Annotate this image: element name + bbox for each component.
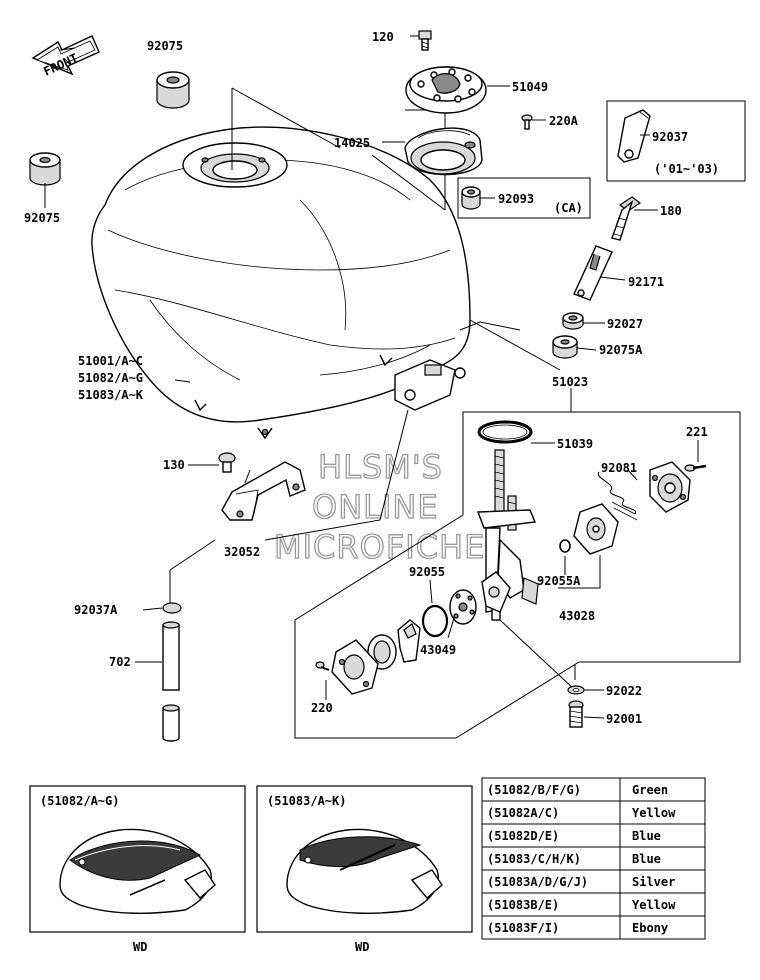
color-table-color: Yellow <box>632 898 676 912</box>
color-table-part: (51082D/E) <box>487 829 559 843</box>
part-14025-cap-base <box>404 127 483 176</box>
color-table-frame <box>481 777 706 940</box>
part-92037A-clip <box>162 602 182 614</box>
label-51049: 51049 <box>512 80 548 94</box>
watermark-line-1: HLSM'S <box>318 448 443 486</box>
part-92081-spring <box>597 471 638 521</box>
color-table-part: (51082A/C) <box>487 806 559 820</box>
label-92037: 92037 <box>652 130 688 144</box>
part-92093-cap <box>457 177 591 219</box>
tap-lever <box>397 619 421 663</box>
part-92055A-o-ring <box>559 539 571 553</box>
color-table-part: (51083B/E) <box>487 898 559 912</box>
label-14025: 14025 <box>334 136 370 150</box>
part-180-bolt <box>611 196 642 241</box>
label-51023: 51023 <box>552 375 588 389</box>
part-92055-o-ring <box>421 604 449 638</box>
label-120: 120 <box>372 30 394 44</box>
tap-housing-cover <box>649 461 691 513</box>
label-51039: 51039 <box>557 437 593 451</box>
label-tank-1: 51001/A~C <box>78 354 143 368</box>
part-220A-screw <box>521 114 533 130</box>
front-arrow-icon: FRONT <box>31 35 100 79</box>
label-92022: 92022 <box>606 684 642 698</box>
watermark: HLSM'S ONLINE MICROFICHE <box>273 447 485 566</box>
label-92171: 92171 <box>628 275 664 289</box>
label-92055: 92055 <box>409 565 445 579</box>
label-tank-3: 51083/A~K <box>78 388 144 402</box>
label-tank-2: 51082/A~G <box>78 371 143 385</box>
part-92027-collar <box>562 312 584 330</box>
label-220: 220 <box>311 701 333 715</box>
label-180: 180 <box>660 204 682 218</box>
tap-cover-plate <box>331 639 379 695</box>
label-92075-left: 92075 <box>24 211 60 225</box>
label-220A: 220A <box>549 114 579 128</box>
part-43049-diaphragm <box>449 589 477 625</box>
label-92001: 92001 <box>606 712 642 726</box>
part-221-screw <box>684 464 707 472</box>
color-table-part: (51082/B/F/G) <box>487 783 581 797</box>
color-table-part: (51083/C/H/K) <box>487 852 581 866</box>
part-labels: 92075 92075 120 51049 220A 14025 92093 (… <box>24 30 719 726</box>
inset-51082-caption: WD <box>133 940 147 954</box>
label-92037-years: ('01~'03) <box>654 162 719 176</box>
part-92075A-damper <box>552 335 578 359</box>
label-130: 130 <box>163 458 185 472</box>
inset-51083-title: (51083/A~K) <box>267 794 346 808</box>
label-43049: 43049 <box>420 643 456 657</box>
color-table-color: Green <box>632 783 668 797</box>
part-702-hose <box>162 621 180 742</box>
label-92093: 92093 <box>498 192 534 206</box>
watermark-line-3: MICROFICHE <box>274 528 485 566</box>
part-92001-bolt <box>568 700 584 728</box>
label-92055A: 92055A <box>537 574 581 588</box>
part-92075-top-cushion <box>156 71 190 109</box>
part-51039-o-ring <box>477 420 533 444</box>
part-92171-stay <box>573 245 613 301</box>
label-92075A: 92075A <box>599 343 643 357</box>
label-92081: 92081 <box>601 461 637 475</box>
label-92037A: 92037A <box>74 603 118 617</box>
inset-51083-caption: WD <box>355 940 369 954</box>
part-92037-box <box>606 100 746 182</box>
part-92075-left-cushion <box>29 152 61 186</box>
color-table-color: Silver <box>632 875 675 889</box>
inset-51082: (51082/A~G) WD <box>29 785 246 954</box>
part-51049-fuel-cap <box>405 66 487 114</box>
color-table-color: Blue <box>632 829 661 843</box>
color-table-part: (51083A/D/G/J) <box>487 875 588 889</box>
color-table-color: Blue <box>632 852 661 866</box>
part-130-bolt <box>218 452 236 473</box>
color-table-part: (51083F/I) <box>487 921 559 935</box>
part-120-bolt <box>418 30 432 51</box>
label-92093-ca: (CA) <box>554 201 583 215</box>
part-43028-diaphragm-plate <box>573 503 619 555</box>
fuel-tank <box>91 126 471 440</box>
label-702: 702 <box>109 655 131 669</box>
label-92027: 92027 <box>607 317 643 331</box>
inset-51082-title: (51082/A~G) <box>40 794 119 808</box>
inset-51083: (51083/A~K) WD <box>256 785 473 954</box>
part-220-screw <box>315 661 330 671</box>
label-43028: 43028 <box>559 609 595 623</box>
label-32052: 32052 <box>224 545 260 559</box>
watermark-line-2: ONLINE <box>312 488 439 526</box>
tap-plate <box>481 571 511 613</box>
label-92075-top: 92075 <box>147 39 183 53</box>
part-32052-bracket <box>221 461 306 521</box>
part-92022-washer <box>567 685 585 695</box>
color-table: (51082/B/F/G) Green (51082A/C) Yellow (51082… <box>481 777 706 940</box>
label-221: 221 <box>686 425 708 439</box>
color-table-color: Ebony <box>632 921 668 935</box>
color-table-color: Yellow <box>632 806 676 820</box>
